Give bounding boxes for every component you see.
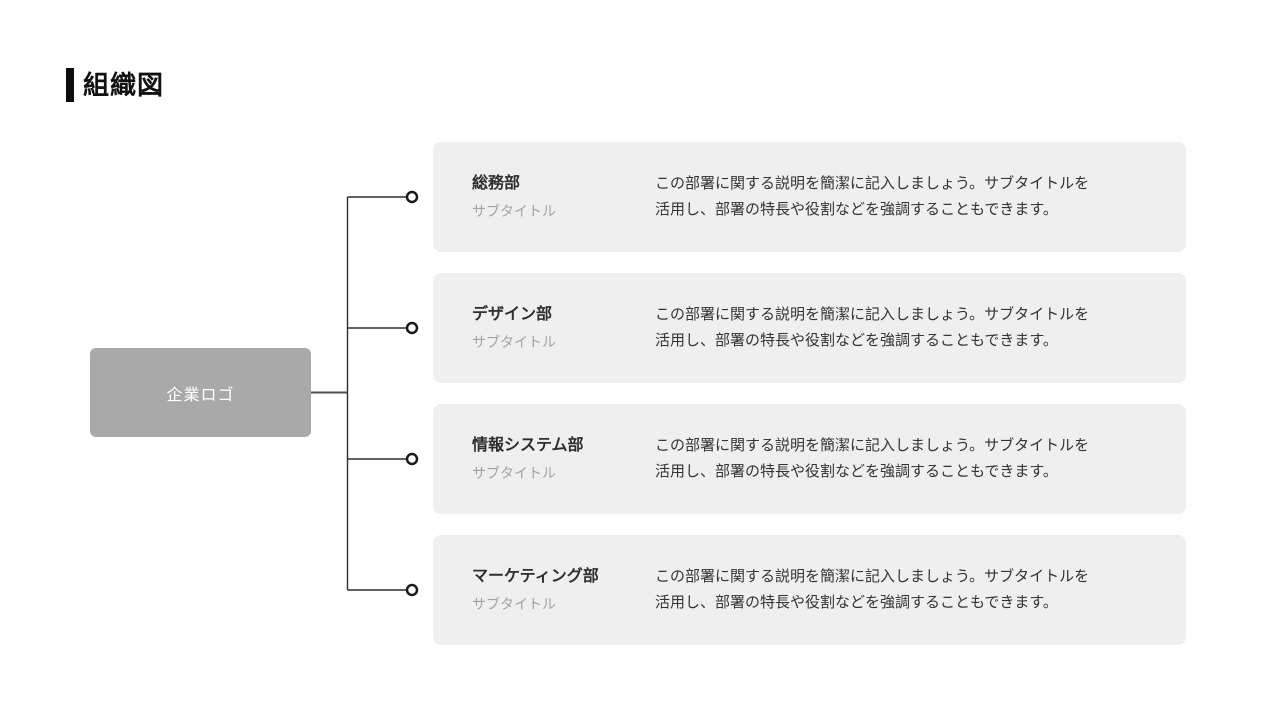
description-line: この部署に関する説明を簡潔に記入しましょう。サブタイトルを	[655, 175, 1090, 192]
department-description: この部署に関する説明を簡潔に記入しましょう。サブタイトルを 活用し、部署の特長や…	[655, 564, 1146, 616]
department-subtitle: サブタイトル	[472, 203, 556, 219]
department-card-it: 情報システム部 サブタイトル この部署に関する説明を簡潔に記入しましょう。サブタ…	[433, 404, 1186, 514]
connector-node-icon	[405, 583, 419, 597]
department-card-design: デザイン部 サブタイトル この部署に関する説明を簡潔に記入しましょう。サブタイト…	[433, 273, 1186, 383]
description-line: 活用し、部署の特長や役割などを強調することもできます。	[655, 201, 1058, 218]
department-subtitle: サブタイトル	[472, 334, 556, 350]
department-name: 総務部	[472, 175, 521, 192]
department-list: 総務部 サブタイトル この部署に関する説明を簡潔に記入しましょう。サブタイトルを…	[433, 142, 1186, 645]
department-name: デザイン部	[472, 306, 553, 323]
connector-node-icon	[405, 321, 419, 335]
company-logo-box: 企業ロゴ	[90, 348, 311, 437]
page-title: 組織図	[83, 70, 165, 100]
connector-node-icon	[405, 190, 419, 204]
description-line: この部署に関する説明を簡潔に記入しましょう。サブタイトルを	[655, 568, 1090, 585]
heading-accent-bar	[66, 68, 74, 102]
company-logo-label: 企業ロゴ	[166, 386, 235, 404]
department-card-soumu: 総務部 サブタイトル この部署に関する説明を簡潔に記入しましょう。サブタイトルを…	[433, 142, 1186, 252]
department-title-block: 総務部 サブタイトル	[472, 173, 655, 221]
department-subtitle: サブタイトル	[472, 465, 556, 481]
department-card-marketing: マーケティング部 サブタイトル この部署に関する説明を簡潔に記入しましょう。サブ…	[433, 535, 1186, 645]
description-line: 活用し、部署の特長や役割などを強調することもできます。	[655, 463, 1058, 480]
connector-node-icon	[405, 452, 419, 466]
description-line: 活用し、部署の特長や役割などを強調することもできます。	[655, 594, 1058, 611]
department-title-block: 情報システム部 サブタイトル	[472, 435, 655, 483]
department-description: この部署に関する説明を簡潔に記入しましょう。サブタイトルを 活用し、部署の特長や…	[655, 171, 1146, 223]
department-name: 情報システム部	[472, 437, 584, 454]
description-line: この部署に関する説明を簡潔に記入しましょう。サブタイトルを	[655, 437, 1090, 454]
department-name: マーケティング部	[472, 568, 599, 585]
description-line: 活用し、部署の特長や役割などを強調することもできます。	[655, 332, 1058, 349]
department-subtitle: サブタイトル	[472, 596, 556, 612]
department-description: この部署に関する説明を簡潔に記入しましょう。サブタイトルを 活用し、部署の特長や…	[655, 433, 1146, 485]
department-title-block: デザイン部 サブタイトル	[472, 304, 655, 352]
page-heading: 組織図	[66, 68, 164, 102]
department-title-block: マーケティング部 サブタイトル	[472, 566, 655, 614]
description-line: この部署に関する説明を簡潔に記入しましょう。サブタイトルを	[655, 306, 1090, 323]
department-description: この部署に関する説明を簡潔に記入しましょう。サブタイトルを 活用し、部署の特長や…	[655, 302, 1146, 354]
